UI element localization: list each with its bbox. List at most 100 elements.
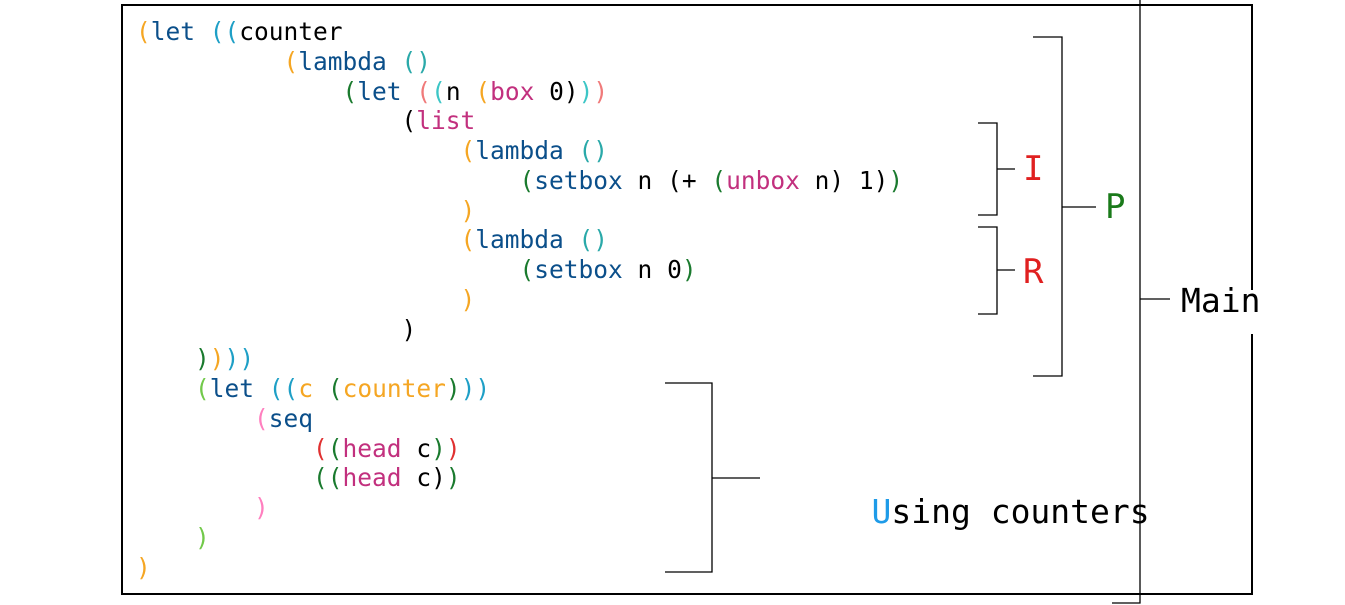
code-token: ( [313, 463, 328, 493]
code-token: ) [136, 552, 151, 582]
code-token: c [416, 433, 432, 463]
code-token: counter [342, 374, 446, 403]
code-token: ) [829, 165, 859, 195]
code-token: ( [136, 17, 151, 46]
code-token: n [637, 255, 668, 284]
code-line: ) [136, 314, 417, 345]
code-token: 0 [549, 76, 564, 106]
code-token: ( [327, 374, 343, 403]
code-token: seq [268, 403, 314, 433]
code-line: (setbox n (+ (unbox n) 1)) [136, 165, 904, 196]
code-token: lambda [475, 136, 579, 165]
code-token: ( [475, 76, 491, 106]
code-line: (lambda () [136, 136, 609, 166]
label-I: I [1023, 149, 1044, 189]
label-R: R [1023, 252, 1044, 292]
bracket-main [1112, 0, 1170, 604]
code-line: (seq [136, 404, 313, 434]
code-token: ( [519, 165, 535, 195]
code-token: () [578, 136, 609, 165]
code-token: ) [239, 344, 255, 374]
code-token: () [401, 46, 432, 76]
code-token: ( [342, 76, 358, 106]
code-token: head [342, 463, 417, 493]
code-line: ) [136, 195, 476, 226]
code-line: (list [136, 106, 476, 136]
code-line: (lambda () [136, 46, 432, 77]
code-token: (+ [667, 165, 712, 195]
code-token: ) [224, 344, 240, 374]
code-token: box [490, 76, 550, 106]
label-P: P [1105, 187, 1126, 227]
code-token: setbox [534, 255, 638, 284]
code-token: ( [416, 76, 432, 106]
label-using-initial: U [871, 492, 892, 531]
code-token: ( [327, 433, 343, 463]
code-token: c [416, 463, 432, 493]
code-line: ) [136, 284, 476, 315]
code-token: (( [209, 17, 240, 46]
code-token: let [209, 374, 269, 403]
label-using-counters: Using counters [792, 462, 1149, 561]
code-line: ((head c)) [136, 463, 461, 493]
code-token: ) [888, 165, 904, 195]
code-token: ) [401, 314, 417, 344]
code-token: () [578, 225, 609, 255]
code-token: ) [431, 463, 446, 493]
code-token: ( [401, 106, 417, 136]
code-token: ) [593, 76, 609, 106]
code-token: counter [239, 17, 343, 46]
code-line: (lambda () [136, 225, 609, 255]
code-token: ( [711, 165, 727, 195]
code-token: ) [195, 522, 210, 552]
code-token: let [150, 17, 210, 46]
main-frame-gap [1248, 290, 1258, 334]
code-line: (let ((n (box 0))) [136, 76, 609, 107]
code-token: (( [268, 374, 299, 403]
code-token: ( [519, 255, 535, 284]
code-token: let [357, 76, 417, 106]
code-line: (let ((counter [136, 17, 343, 47]
code-token: lambda [475, 225, 579, 255]
code-token: lambda [298, 46, 402, 76]
code-token: ) [431, 433, 446, 463]
code-token: unbox [726, 165, 815, 195]
code-line: ((head c)) [136, 434, 461, 464]
code-token: ( [313, 433, 328, 463]
code-token: ) [460, 195, 476, 225]
code-line: ) [136, 523, 210, 553]
code-token: c [298, 374, 328, 403]
code-token: n [814, 165, 830, 195]
code-token: ) [445, 374, 461, 403]
code-token: n [637, 165, 668, 195]
code-token: ) [681, 255, 697, 284]
code-token: ) [209, 344, 225, 374]
code-token: ( [460, 225, 476, 255]
code-token: ) [254, 493, 269, 522]
bracket-R [978, 226, 1015, 315]
code-token: 1 [858, 165, 874, 195]
code-token: ( [283, 46, 299, 76]
code-token: list [416, 106, 476, 136]
code-token: ( [327, 463, 343, 493]
label-main: Main [1181, 281, 1261, 320]
bracket-P [1033, 36, 1096, 377]
code-token: ) [475, 374, 491, 403]
code-token: ) [195, 344, 210, 374]
code-token: ) [445, 463, 461, 493]
code-token: head [342, 433, 417, 463]
code-token: n [445, 76, 476, 106]
code-line: (setbox n 0) [136, 255, 697, 285]
code-token: ( [460, 136, 476, 165]
code-line: (let ((c (counter))) [136, 374, 490, 404]
code-line: ) [136, 493, 269, 523]
code-token: ( [254, 403, 269, 433]
code-token: ) [460, 374, 476, 403]
bracket-I [978, 122, 1015, 216]
code-token: ( [431, 76, 446, 106]
code-token: ) [460, 284, 476, 314]
code-token: setbox [534, 165, 638, 195]
code-token: ) [563, 76, 579, 106]
